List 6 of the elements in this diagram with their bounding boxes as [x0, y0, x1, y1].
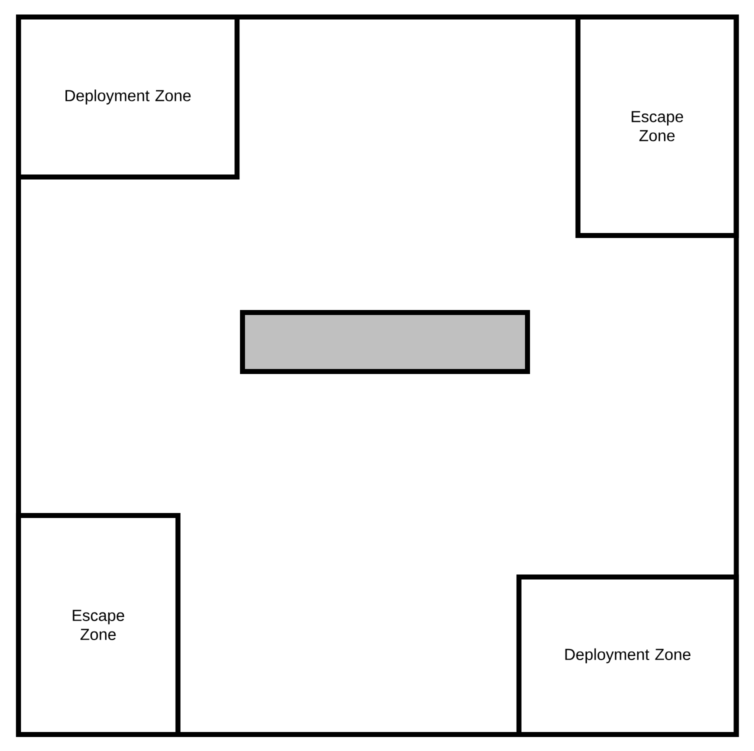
zone-box: Deployment Zone	[16, 14, 240, 180]
field-frame	[16, 14, 739, 738]
obstacle-block	[240, 310, 530, 374]
zone-box: Escape Zone	[575, 14, 739, 238]
zone-box: Deployment Zone	[516, 574, 739, 738]
zone-box: Escape Zone	[16, 513, 180, 737]
